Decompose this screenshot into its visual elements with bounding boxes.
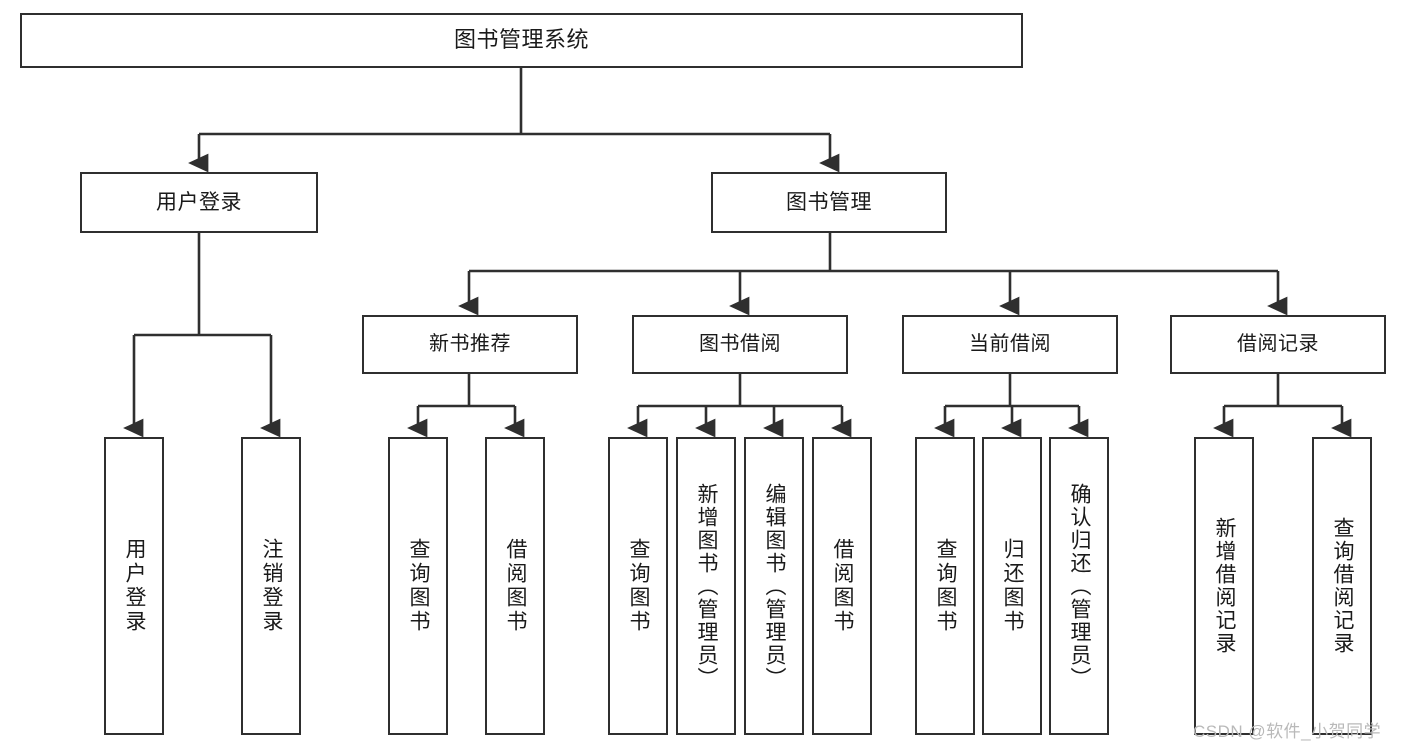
node-book-borrow[interactable]: 图书借阅 [632, 315, 848, 374]
node-label: 新增图书（管理员） [695, 482, 719, 690]
node-label: 查询图书 [934, 538, 958, 634]
leaf-br-query-record[interactable]: 查询借阅记录 [1312, 437, 1372, 735]
node-borrow-record[interactable]: 借阅记录 [1170, 315, 1386, 374]
node-label: 查询借阅记录 [1331, 517, 1355, 655]
leaf-nbr-borrow-book[interactable]: 借阅图书 [485, 437, 545, 735]
node-label: 借阅记录 [1237, 333, 1319, 356]
node-label: 编辑图书（管理员） [763, 482, 787, 690]
node-label: 图书管理系统 [453, 27, 589, 53]
node-root-system[interactable]: 图书管理系统 [20, 13, 1023, 68]
leaf-bb-query-book[interactable]: 查询图书 [608, 437, 668, 735]
node-label: 查询图书 [627, 538, 651, 634]
leaf-nbr-query-book[interactable]: 查询图书 [388, 437, 448, 735]
node-current-borrow[interactable]: 当前借阅 [902, 315, 1118, 374]
node-label: 用户登录 [156, 190, 242, 214]
leaf-cb-query-book[interactable]: 查询图书 [915, 437, 975, 735]
node-label: 图书借阅 [699, 333, 781, 356]
leaf-bb-add-book[interactable]: 新增图书（管理员） [676, 437, 736, 735]
node-user-login[interactable]: 用户登录 [80, 172, 318, 233]
leaf-cb-return-book[interactable]: 归还图书 [982, 437, 1042, 735]
node-label: 新书推荐 [429, 333, 511, 356]
node-label: 查询图书 [407, 538, 431, 634]
leaf-user-login-do[interactable]: 用户登录 [104, 437, 164, 735]
node-label: 新增借阅记录 [1213, 517, 1237, 655]
node-label: 图书管理 [786, 190, 872, 214]
node-label: 归还图书 [1001, 538, 1025, 634]
node-label: 用户登录 [123, 538, 147, 634]
node-label: 注销登录 [260, 538, 284, 634]
leaf-user-logout[interactable]: 注销登录 [241, 437, 301, 735]
node-label: 当前借阅 [969, 333, 1051, 356]
leaf-bb-edit-book[interactable]: 编辑图书（管理员） [744, 437, 804, 735]
node-label: 借阅图书 [504, 538, 528, 634]
node-label: 确认归还（管理员） [1068, 482, 1092, 690]
leaf-cb-confirm-return[interactable]: 确认归还（管理员） [1049, 437, 1109, 735]
node-label: 借阅图书 [831, 538, 855, 634]
node-book-manage[interactable]: 图书管理 [711, 172, 947, 233]
node-new-book-recommend[interactable]: 新书推荐 [362, 315, 578, 374]
leaf-br-add-record[interactable]: 新增借阅记录 [1194, 437, 1254, 735]
leaf-bb-borrow-book[interactable]: 借阅图书 [812, 437, 872, 735]
